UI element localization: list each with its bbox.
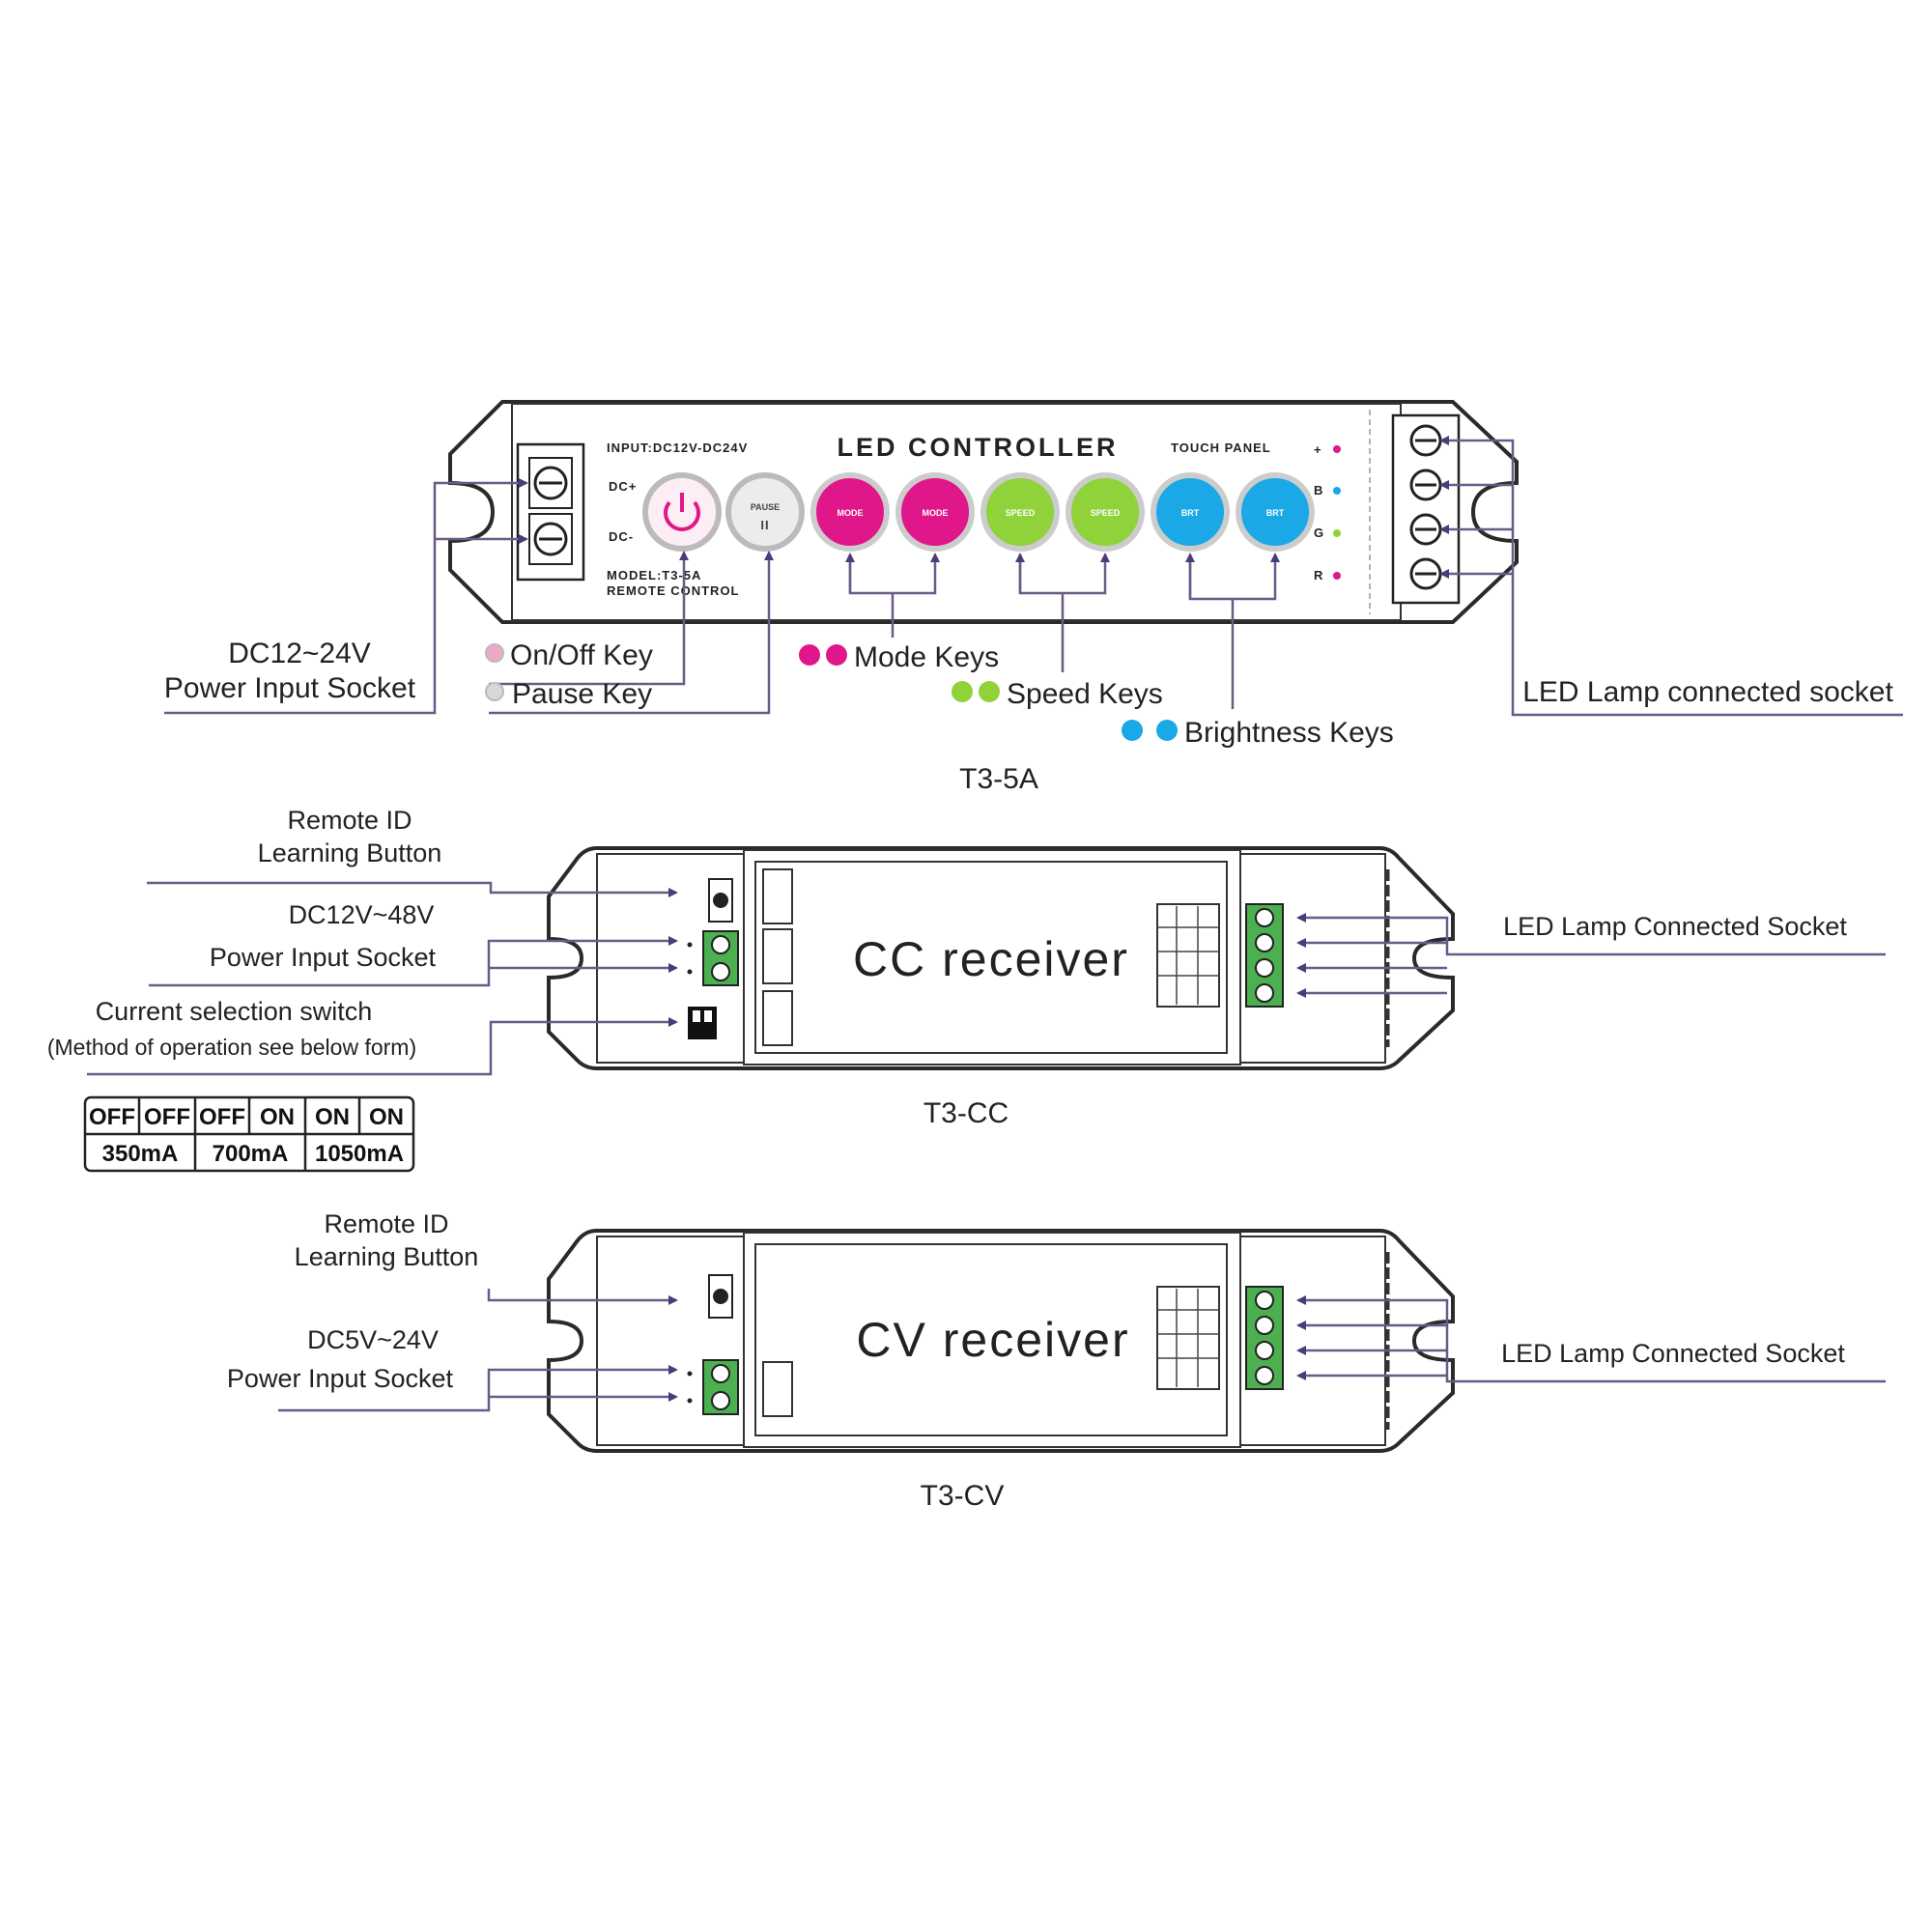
t3-5a-power-label-line2: Power Input Socket: [164, 672, 416, 704]
controller-title: LED CONTROLLER: [838, 433, 1119, 462]
speed-legend-icon: [952, 681, 973, 702]
cv-power-label-line1: DC5V~24V: [307, 1325, 439, 1354]
onoff-key[interactable]: [642, 472, 722, 552]
switch-state-cell: OFF: [89, 1104, 135, 1130]
t3-cc-leader-lines: [87, 881, 1886, 1076]
channel-r-text: R: [1314, 568, 1323, 582]
mode-minus-key[interactable]: MODE: [895, 472, 975, 552]
input-rating-text: INPUT:DC12V-DC24V: [607, 440, 748, 455]
t3-cv-caption: T3-CV: [921, 1480, 1005, 1512]
t3-5a-lamp-socket-label: LED Lamp connected socket: [1522, 676, 1893, 708]
cc-switch-label-line2: (Method of operation see below form): [47, 1035, 416, 1060]
mode-keys-label: Mode Keys: [854, 641, 999, 673]
mode-key-text: MODE: [838, 508, 864, 518]
brightness-minus-key[interactable]: BRT: [1236, 472, 1315, 552]
model-text: MODEL:T3-5A: [607, 568, 701, 582]
current-selection-table: OFF OFF OFF ON ON ON 350mA 700mA 1050mA: [83, 1095, 415, 1173]
cv-remote-id-label-line2: Learning Button: [295, 1242, 479, 1271]
cc-remote-id-label-line1: Remote ID: [287, 806, 412, 835]
cc-power-label-line2: Power Input Socket: [210, 943, 437, 972]
t3-cc-receiver: CC receiver Remote ID Learning Button DC…: [47, 806, 1886, 1173]
cc-power-label-line1: DC12V~48V: [289, 900, 435, 929]
power-icon: [664, 500, 700, 531]
brightness-plus-key[interactable]: BRT: [1151, 472, 1230, 552]
mode-plus-key[interactable]: MODE: [810, 472, 890, 552]
speed-minus-key[interactable]: SPEED: [1065, 472, 1145, 552]
onoff-key-label: On/Off Key: [510, 639, 653, 671]
brightness-legend-icon: [1156, 720, 1178, 741]
mode-legend-icon: [799, 644, 820, 666]
current-value-cell: 1050mA: [315, 1141, 404, 1167]
pause-key[interactable]: PAUSE II: [725, 472, 805, 552]
mode-key-text: MODE: [923, 508, 949, 518]
dc-minus-text: DC-: [609, 529, 634, 544]
brt-key-text: BRT: [1181, 508, 1200, 518]
current-value-cell: 350mA: [102, 1141, 179, 1167]
cc-receiver-label: CC receiver: [853, 932, 1129, 986]
touch-panel-text: TOUCH PANEL: [1171, 440, 1271, 455]
cv-lamp-socket-label: LED Lamp Connected Socket: [1501, 1339, 1845, 1368]
switch-state-cell: ON: [315, 1104, 350, 1130]
dc-plus-text: DC+: [609, 479, 637, 494]
brightness-legend-icon: [1122, 720, 1143, 741]
channel-plus-text: +: [1314, 442, 1322, 457]
speed-key-text: SPEED: [1091, 508, 1121, 518]
current-value-cell: 700mA: [213, 1141, 289, 1167]
t3-5a-leader-lines: [164, 436, 1903, 717]
pause-key-label: Pause Key: [512, 678, 652, 710]
t3-cv-leader-lines: [278, 1289, 1886, 1412]
t3-cc-caption: T3-CC: [923, 1097, 1009, 1129]
remote-control-text: REMOTE CONTROL: [607, 583, 740, 598]
t3-5a-controller: INPUT:DC12V-DC24V LED CONTROLLER TOUCH P…: [164, 400, 1903, 795]
pause-legend-icon: [485, 682, 504, 701]
channel-g-text: G: [1314, 526, 1324, 540]
switch-state-cell: ON: [260, 1104, 295, 1130]
cc-lamp-socket-label: LED Lamp Connected Socket: [1503, 912, 1847, 941]
t3-5a-caption: T3-5A: [959, 763, 1038, 795]
channel-b-text: B: [1314, 483, 1323, 497]
t3-5a-power-label-line1: DC12~24V: [228, 638, 371, 669]
mode-legend-icon: [826, 644, 847, 666]
speed-plus-key[interactable]: SPEED: [980, 472, 1060, 552]
onoff-legend-icon: [485, 643, 504, 663]
brightness-keys-label: Brightness Keys: [1184, 717, 1394, 749]
cc-remote-id-label-line2: Learning Button: [258, 838, 442, 867]
cc-dip-switch[interactable]: [688, 1007, 717, 1039]
speed-keys-label: Speed Keys: [1007, 678, 1163, 710]
switch-state-cell: OFF: [144, 1104, 190, 1130]
switch-state-cell: ON: [369, 1104, 404, 1130]
brt-key-text: BRT: [1266, 508, 1285, 518]
t3-cv-receiver: CV receiver Remote ID Learning Button DC…: [227, 1209, 1886, 1512]
pause-icon: II: [760, 518, 769, 532]
speed-legend-icon: [979, 681, 1000, 702]
cc-switch-label-line1: Current selection switch: [96, 997, 373, 1026]
cv-remote-id-label-line1: Remote ID: [324, 1209, 448, 1238]
speed-key-text: SPEED: [1006, 508, 1036, 518]
switch-state-cell: OFF: [199, 1104, 245, 1130]
cv-receiver-label: CV receiver: [856, 1313, 1129, 1367]
pause-key-text: PAUSE: [751, 502, 780, 512]
cv-power-label-line2: Power Input Socket: [227, 1364, 454, 1393]
